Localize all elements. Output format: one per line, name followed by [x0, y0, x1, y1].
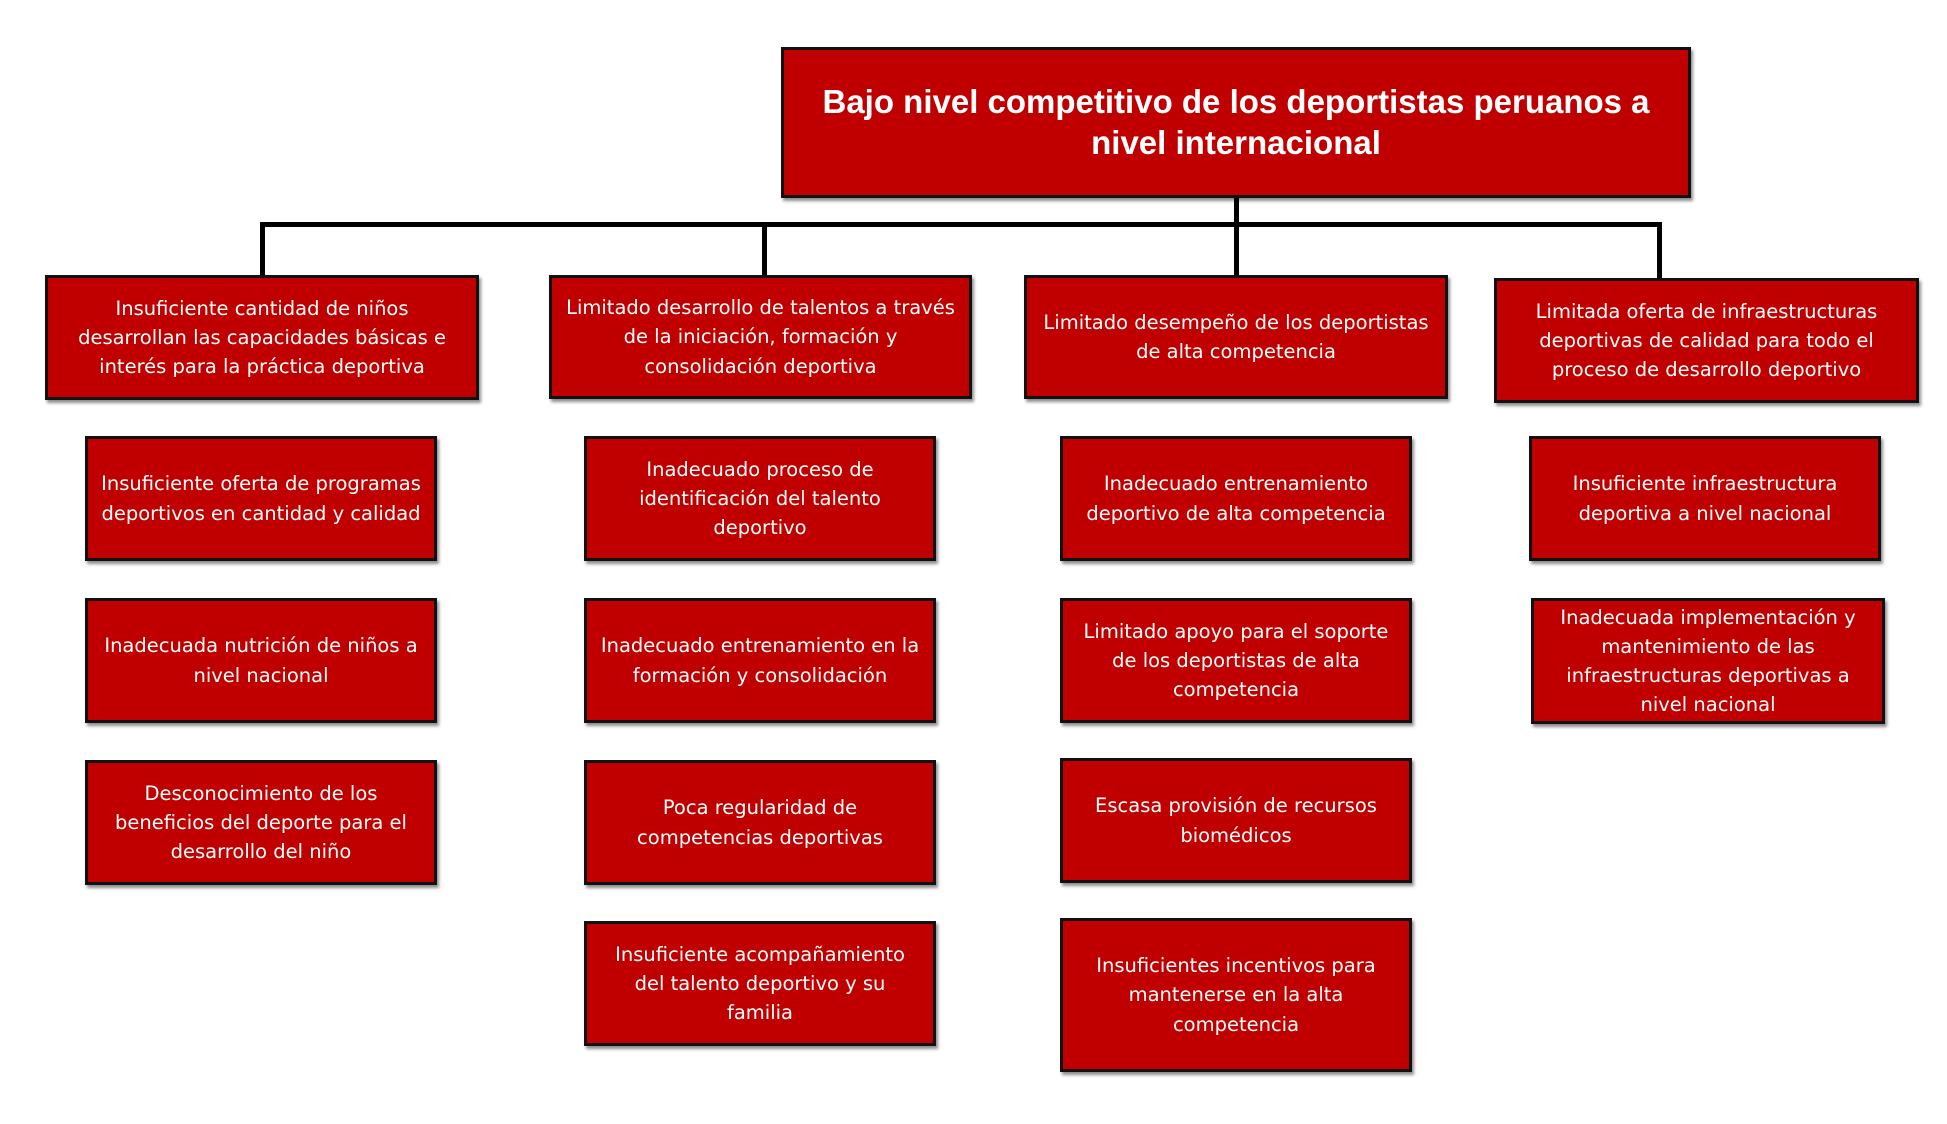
branch-node-2: Limitado desarrollo de talentos a través…: [549, 275, 972, 399]
cause-node-3-2: Limitado apoyo para el soporte de los de…: [1060, 598, 1412, 723]
cause-node-3-4: Insuficientes incentivos para mantenerse…: [1060, 918, 1412, 1072]
cause-node-1-2: Inadecuada nutrición de niños a nivel na…: [85, 598, 437, 723]
cause-node-2-4: Insuficiente acompañamiento del talento …: [584, 921, 936, 1046]
cause-node-1-3: Desconocimiento de los beneficios del de…: [85, 760, 437, 885]
cause-node-2-1: Inadecuado proceso de identificación del…: [584, 436, 936, 561]
cause-node-4-1: Insuficiente infraestructura deportiva a…: [1529, 436, 1881, 561]
cause-node-3-3: Escasa provisión de recursos biomédicos: [1060, 758, 1412, 883]
branch-node-1: Insuficiente cantidad de niños desarroll…: [45, 275, 479, 400]
connector-branch-4: [1657, 222, 1662, 280]
connector-branch-1: [260, 222, 265, 277]
root-node: Bajo nivel competitivo de los deportista…: [781, 47, 1691, 198]
branch-node-3: Limitado desempeño de los deportistas de…: [1024, 275, 1448, 399]
cause-node-1-1: Insuficiente oferta de programas deporti…: [85, 436, 437, 561]
connector-branch-3: [1234, 222, 1239, 277]
cause-node-3-1: Inadecuado entrenamiento deportivo de al…: [1060, 436, 1412, 561]
connector-root-stem: [1234, 198, 1239, 227]
cause-node-2-2: Inadecuado entrenamiento en la formación…: [584, 598, 936, 723]
branch-node-4: Limitada oferta de infraestructuras depo…: [1494, 278, 1919, 403]
cause-node-2-3: Poca regularidad de competencias deporti…: [584, 760, 936, 885]
connector-horizontal-bar: [260, 222, 1662, 227]
cause-node-4-2: Inadecuada implementación y mantenimient…: [1531, 598, 1885, 724]
connector-branch-2: [762, 222, 767, 277]
